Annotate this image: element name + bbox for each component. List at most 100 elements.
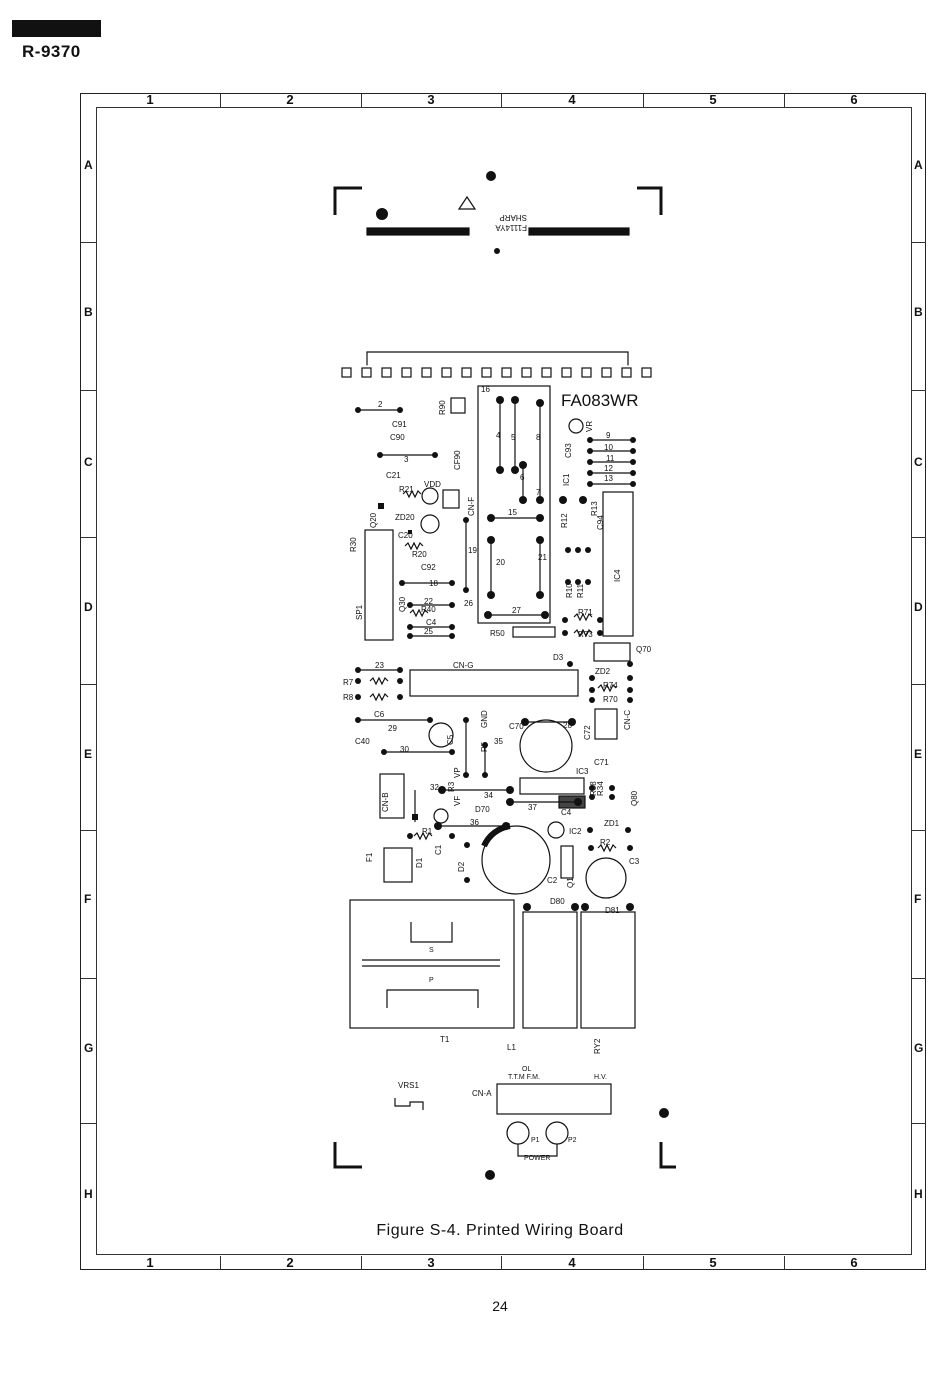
- row-label-left-A: A: [84, 158, 93, 172]
- jumper-22: 22: [424, 597, 433, 606]
- label-vrs1: VRS1: [398, 1081, 419, 1090]
- row-label-left-G: G: [84, 1041, 94, 1055]
- label-p1: P1: [531, 1137, 540, 1144]
- jumper-16: 16: [481, 385, 490, 394]
- row-label-right-A: A: [914, 158, 923, 172]
- label-c40: C40: [355, 737, 370, 746]
- row-label-right-H: H: [914, 1187, 923, 1201]
- col-label-top-5: 5: [709, 92, 717, 107]
- label-c6: C6: [374, 710, 385, 719]
- jumper-37: 37: [528, 803, 537, 812]
- label-d80: D80: [550, 897, 565, 906]
- jumper-wires: [358, 400, 633, 827]
- vf-terminal: [433, 808, 449, 824]
- label-r2: R2: [600, 838, 611, 847]
- label-r1: R1: [422, 827, 433, 836]
- label-r5: R5: [480, 741, 489, 752]
- secondary-winding: [410, 922, 453, 943]
- c5-capacitor: [428, 722, 454, 748]
- label-power: POWER: [524, 1155, 550, 1162]
- label-r40: R40: [421, 605, 436, 614]
- label-c92: C92: [421, 563, 436, 572]
- row-label-right-G: G: [914, 1041, 924, 1055]
- jumper-6: 6: [520, 473, 525, 482]
- col-label-top-1: 1: [146, 92, 154, 107]
- label-ic1: IC1: [562, 473, 571, 486]
- label-c72: C72: [583, 725, 592, 740]
- row-tick: [911, 830, 926, 831]
- label-c4x: C4: [426, 618, 437, 627]
- label-s: S: [429, 947, 434, 954]
- row-label-left-C: C: [84, 455, 93, 469]
- silk-bar: [528, 227, 630, 236]
- cn-f-outline: [442, 489, 460, 509]
- label-r13: R13: [590, 501, 599, 516]
- jumper-9: 9: [606, 431, 611, 440]
- power-switch-p1: [506, 1121, 530, 1145]
- col-tick: [220, 1256, 221, 1269]
- row-label-right-E: E: [914, 747, 923, 761]
- cn-g-outline: [409, 669, 579, 697]
- label-r11: R11: [576, 583, 585, 598]
- label-r30: R30: [349, 537, 358, 552]
- corner-mark: [659, 1142, 676, 1169]
- label-q1: Q1: [566, 877, 575, 888]
- label-zd1: ZD1: [604, 819, 620, 828]
- vrs1-symbol: [394, 1098, 424, 1110]
- label-c94: C94: [596, 515, 605, 530]
- jumper-3: 3: [404, 455, 409, 464]
- row-tick: [911, 684, 926, 685]
- jumper-36: 36: [470, 818, 479, 827]
- jumper-29: 29: [388, 724, 397, 733]
- row-tick: [81, 978, 96, 979]
- col-label-top-2: 2: [286, 92, 294, 107]
- label-c91: C91: [392, 420, 407, 429]
- row-label-left-B: B: [84, 305, 93, 319]
- label-l1: L1: [507, 1043, 516, 1052]
- col-label-bottom-1: 1: [146, 1255, 154, 1270]
- r50-outline: [512, 626, 556, 638]
- label-q30: Q30: [398, 596, 407, 612]
- label-r8: R8: [343, 693, 354, 702]
- q70-outline: [593, 642, 631, 662]
- label-q70: Q70: [636, 645, 652, 654]
- resistors: [369, 489, 617, 853]
- c20-capacitor: [420, 514, 440, 534]
- jumper-11: 11: [606, 454, 615, 463]
- r90-pad: [450, 397, 466, 414]
- vdd-terminal: [421, 487, 439, 505]
- label-r21: R21: [399, 485, 414, 494]
- label-vp: VP: [453, 767, 462, 778]
- row-tick: [81, 390, 96, 391]
- label-ol: OL: [522, 1066, 531, 1073]
- label-r74: R74: [603, 681, 618, 690]
- warning-triangle-icon: [457, 195, 477, 210]
- drawing-frame-outer: [80, 93, 926, 1270]
- jumper-18: 18: [429, 579, 438, 588]
- jumper-35: 35: [494, 737, 503, 746]
- corner-mark: [333, 1142, 362, 1169]
- label-r50: R50: [490, 629, 505, 638]
- col-label-bottom-3: 3: [427, 1255, 435, 1270]
- label-d2: D2: [457, 861, 466, 872]
- label-c3: C3: [629, 857, 640, 866]
- label-c4: C4: [561, 808, 572, 817]
- row-tick: [81, 1123, 96, 1124]
- jumper-13: 13: [604, 474, 613, 483]
- label-r20: R20: [412, 550, 427, 559]
- jumper-27: 27: [512, 606, 521, 615]
- silk-code: F1114YA: [495, 223, 527, 232]
- silk-brand: SHARP: [499, 213, 527, 222]
- label-zd20: ZD20: [395, 513, 415, 522]
- jumper-7: 7: [536, 488, 541, 497]
- relay-1-outline: [522, 911, 578, 1029]
- row-label-right-C: C: [914, 455, 923, 469]
- row-label-right-D: D: [914, 600, 923, 614]
- col-tick: [784, 94, 785, 107]
- jumper-26: 26: [464, 599, 473, 608]
- row-label-left-E: E: [84, 747, 93, 761]
- jumper-12: 12: [604, 464, 613, 473]
- row-tick: [81, 684, 96, 685]
- col-label-bottom-5: 5: [709, 1255, 717, 1270]
- row-label-left-D: D: [84, 600, 93, 614]
